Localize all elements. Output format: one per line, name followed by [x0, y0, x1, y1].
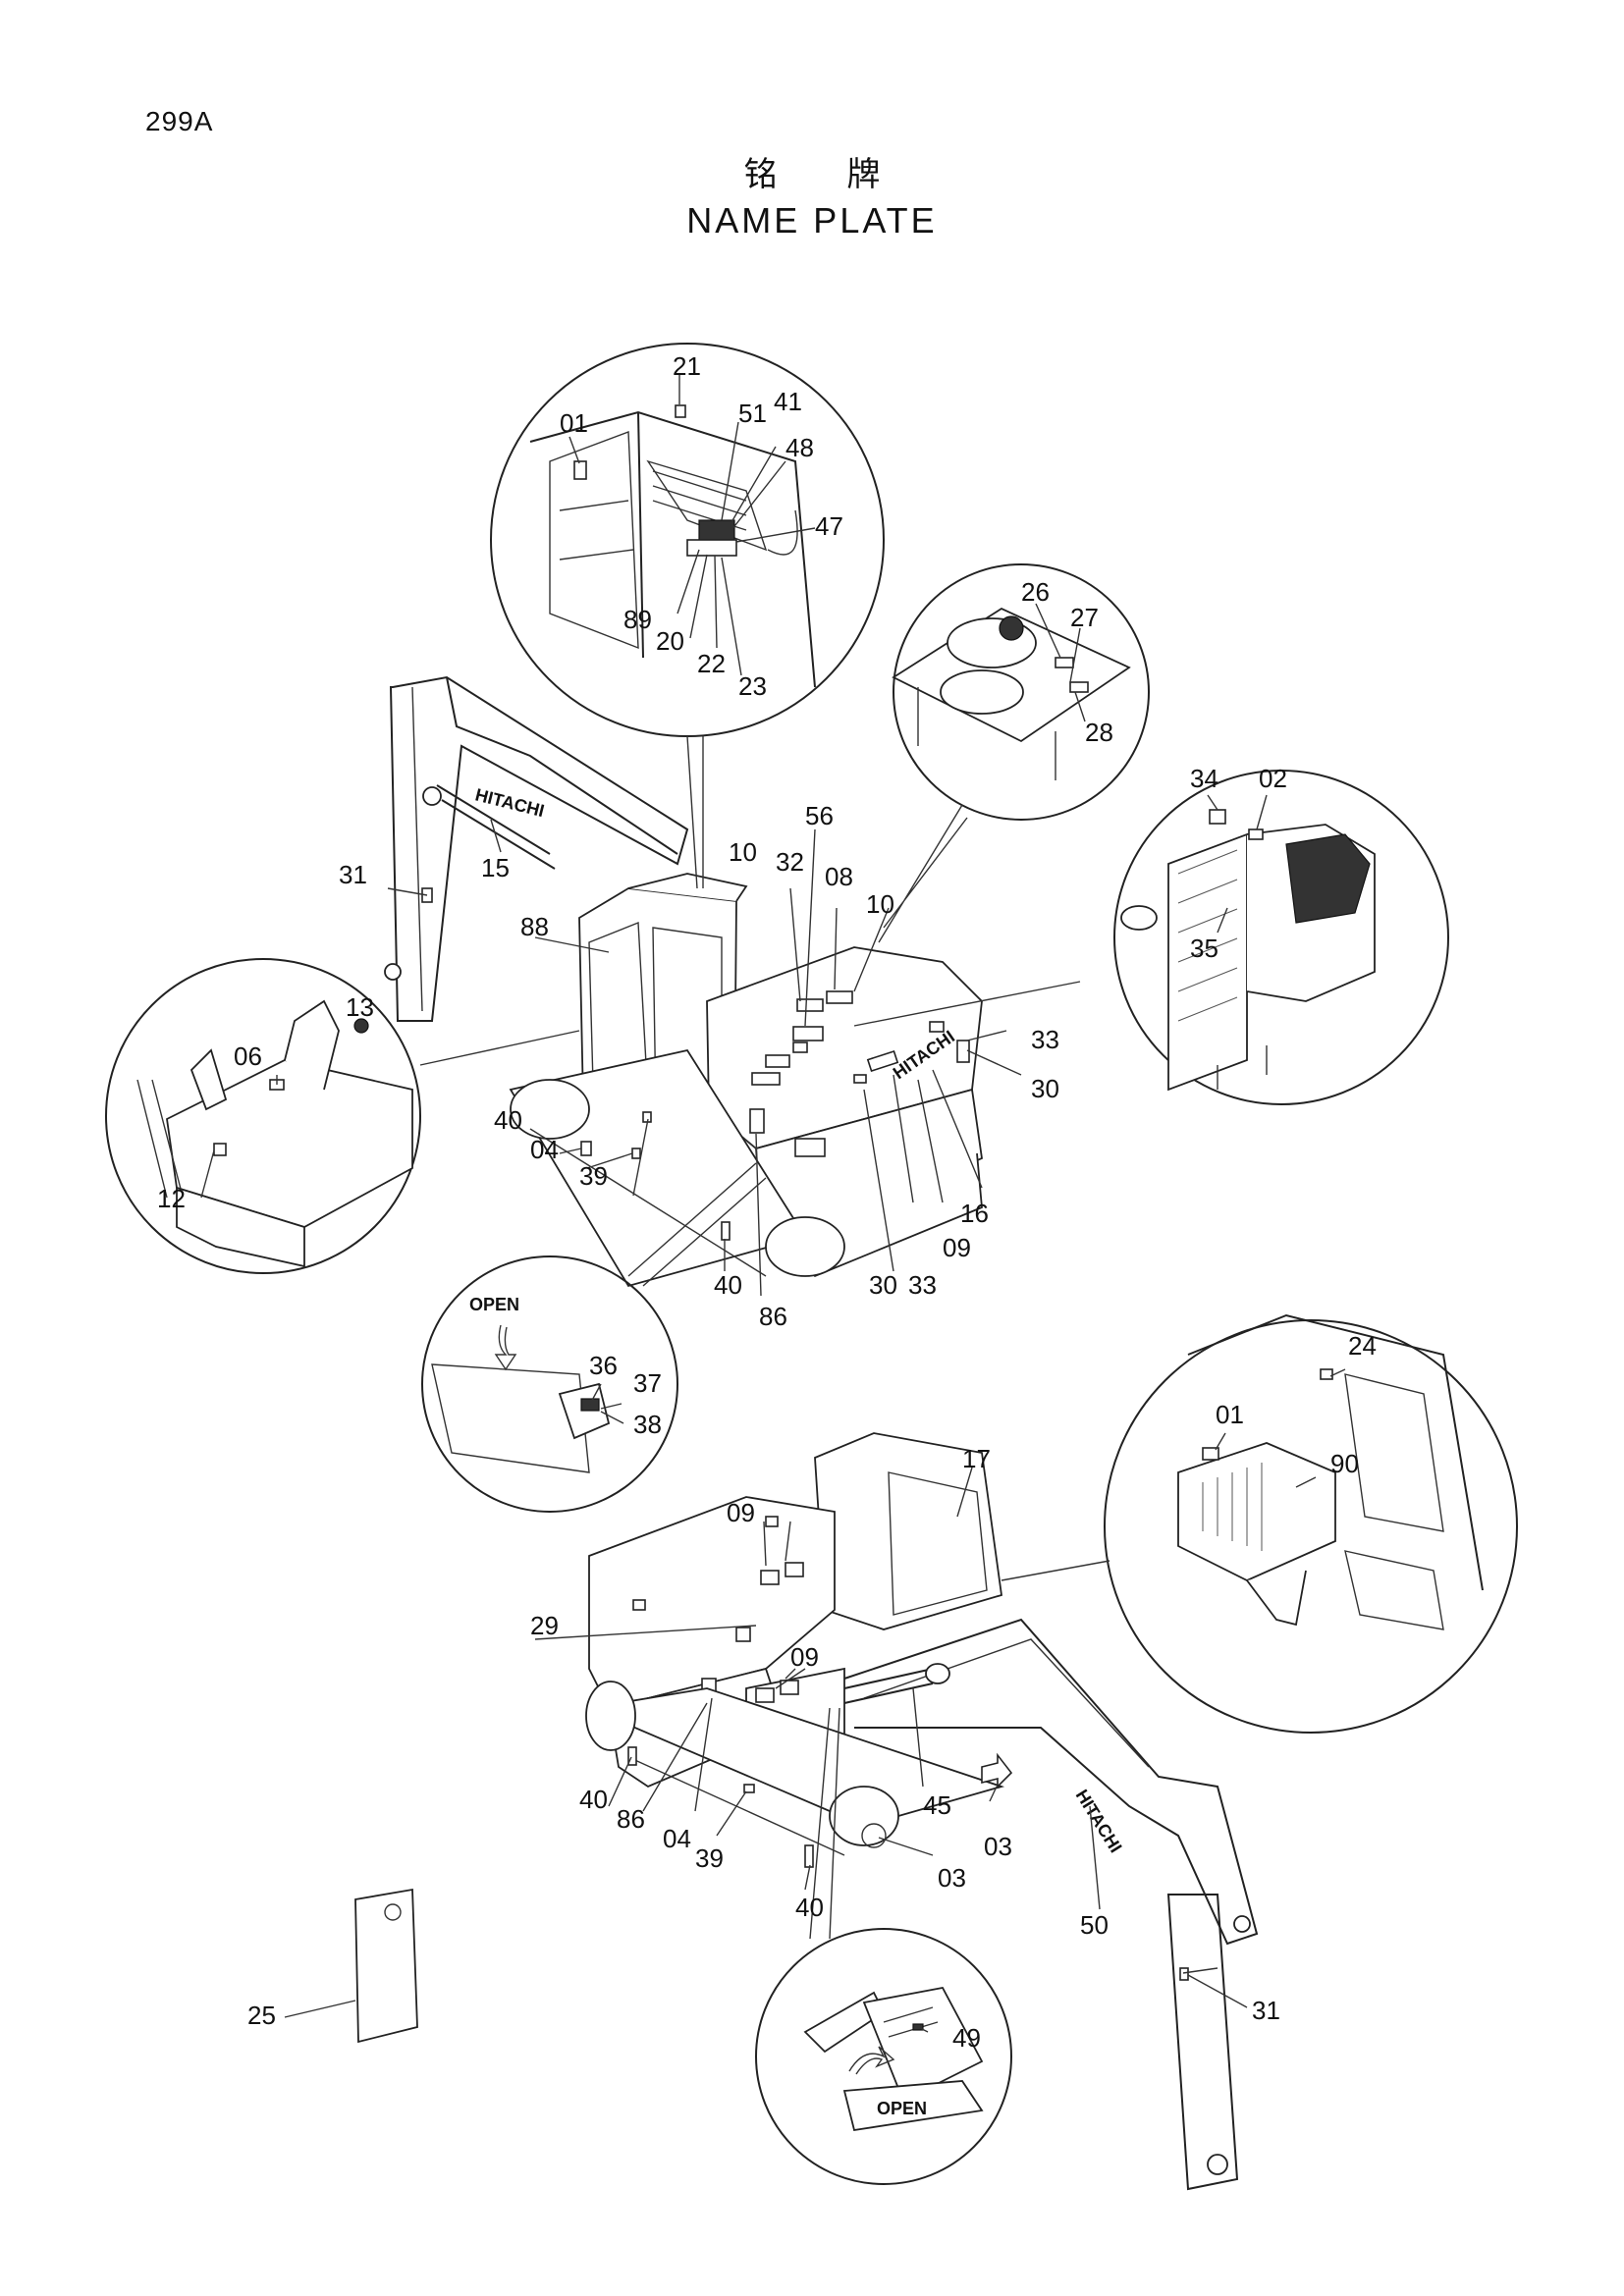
callout-31: 31 [1252, 1996, 1280, 2025]
detail-control-levers [105, 958, 580, 1274]
callout-40: 40 [579, 1785, 608, 1814]
callout-09: 09 [727, 1498, 755, 1527]
detail-cab-interior-top [490, 343, 885, 889]
callout-22: 22 [697, 649, 726, 678]
detail-lock-lever: OPEN [755, 1707, 1012, 2185]
callout-15: 15 [481, 853, 510, 882]
excavator-lower: HITACHI [585, 1432, 1259, 2191]
callout-47: 47 [815, 511, 843, 541]
callout-10: 10 [729, 837, 757, 867]
callout-12: 12 [157, 1184, 186, 1213]
detail-air-conditioner [878, 563, 1150, 943]
title-chinese: 铭 牌 [743, 155, 910, 194]
callout-26: 26 [1021, 577, 1050, 607]
tag-25 [354, 1888, 418, 2044]
callout-24: 24 [1348, 1331, 1377, 1361]
callout-32: 32 [776, 847, 804, 877]
callout-01: 01 [560, 408, 588, 438]
callout-10: 10 [866, 889, 894, 919]
callout-90: 90 [1330, 1449, 1359, 1478]
callout-33: 33 [908, 1270, 937, 1300]
page-number: 299A [145, 106, 214, 136]
callout-86: 86 [759, 1302, 787, 1331]
callout-20: 20 [656, 626, 684, 656]
callout-28: 28 [1085, 718, 1113, 747]
callout-16: 16 [960, 1199, 989, 1228]
detail-engine [853, 770, 1449, 1105]
callout-39: 39 [695, 1843, 724, 1873]
callout-40: 40 [795, 1893, 824, 1922]
callout-34: 34 [1190, 764, 1218, 793]
callout-04: 04 [663, 1824, 691, 1853]
callout-36: 36 [589, 1351, 618, 1380]
brand-hitachi-boom-upper: HITACHI [473, 784, 546, 821]
callout-31: 31 [339, 860, 367, 889]
callout-56: 56 [805, 801, 834, 830]
leader-lines [200, 373, 1346, 2033]
callout-29: 29 [530, 1611, 559, 1640]
callout-17: 17 [962, 1444, 991, 1473]
callout-25: 25 [247, 2001, 276, 2030]
callout-86: 86 [617, 1804, 645, 1834]
callout-40: 40 [494, 1105, 522, 1135]
callout-01: 01 [1216, 1400, 1244, 1429]
callout-51: 51 [738, 399, 767, 428]
open-label-lower: OPEN [877, 2099, 927, 2118]
callout-37: 37 [633, 1368, 662, 1398]
excavator-upper: HITACHI HITACHI [384, 675, 983, 1288]
callout-09: 09 [943, 1233, 971, 1262]
callout-08: 08 [825, 862, 853, 891]
callout-06: 06 [234, 1041, 262, 1071]
callout-30: 30 [869, 1270, 897, 1300]
callout-27: 27 [1070, 603, 1099, 632]
callout-03: 03 [984, 1832, 1012, 1861]
title-english: NAME PLATE [686, 200, 938, 240]
callout-38: 38 [633, 1410, 662, 1439]
callout-40: 40 [714, 1270, 742, 1300]
callout-88: 88 [520, 912, 549, 941]
callout-49: 49 [952, 2023, 981, 2053]
callout-39: 39 [579, 1161, 608, 1191]
callout-50: 50 [1080, 1910, 1109, 1940]
open-label-upper: OPEN [469, 1295, 519, 1314]
detail-cab-interior-right [1001, 1313, 1518, 1734]
callout-02: 02 [1259, 764, 1287, 793]
callout-23: 23 [738, 671, 767, 701]
callout-09: 09 [790, 1642, 819, 1672]
callout-48: 48 [785, 433, 814, 462]
callout-03: 03 [938, 1863, 966, 1893]
detail-side-door: OPEN [421, 1162, 767, 1513]
callout-04: 04 [530, 1135, 559, 1164]
callout-30: 30 [1031, 1074, 1059, 1103]
callout-89: 89 [623, 605, 652, 634]
callout-41: 41 [774, 387, 802, 416]
callout-33: 33 [1031, 1025, 1059, 1054]
callout-13: 13 [346, 992, 374, 1022]
callout-21: 21 [673, 351, 701, 381]
callout-35: 35 [1190, 934, 1218, 963]
callout-45: 45 [923, 1790, 951, 1820]
